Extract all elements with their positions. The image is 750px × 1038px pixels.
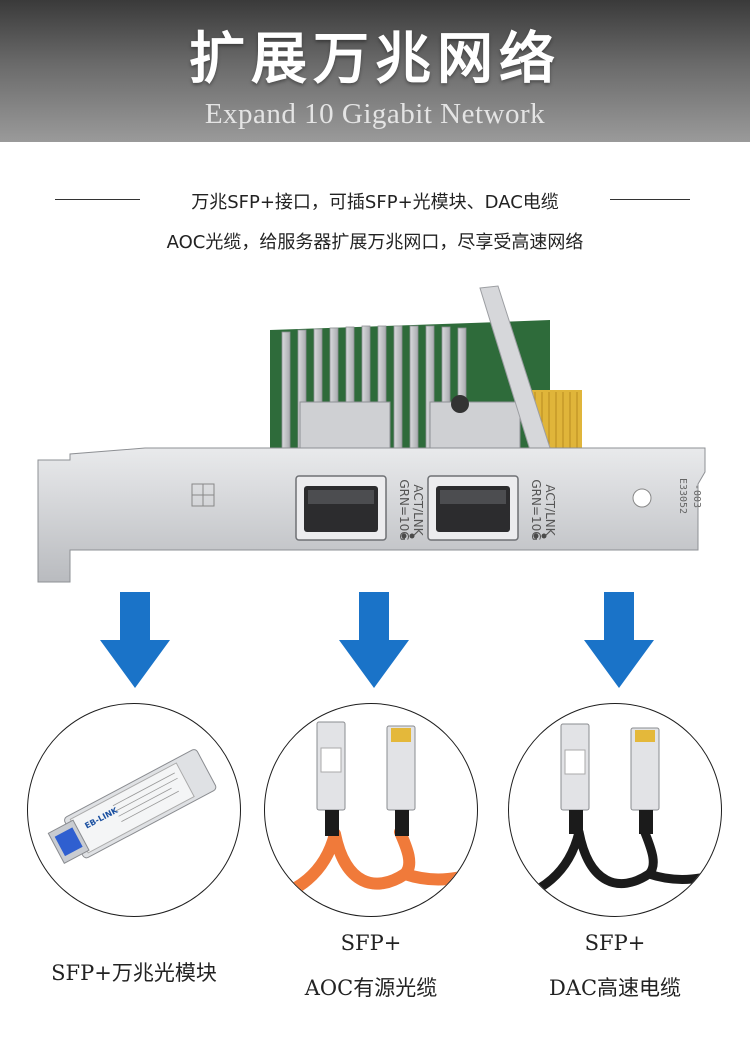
aoc-cable-icon [265, 721, 477, 905]
port-label-3: GRN=10G [529, 479, 543, 540]
sfp-module-icon: EB-LINK [47, 749, 217, 864]
dac-cable-circle [508, 703, 722, 917]
intro-line-1: 万兆SFP+接口，可插SFP+光模块、DAC电缆 [191, 192, 559, 213]
network-card-image: GRN=10G ACT/LNK GRN=10G ACT/LNK E33052 -… [30, 282, 730, 592]
arrow-down-icon [100, 592, 170, 688]
port-label-4: ACT/LNK [543, 484, 557, 536]
sfp-module-circle: EB-LINK [27, 703, 241, 917]
port-label-1: GRN=10G [397, 479, 411, 540]
page-subtitle: Expand 10 Gigabit Network [204, 98, 546, 130]
arrow-down-icon [339, 592, 409, 688]
bracket-code-1: E33052 [677, 478, 688, 514]
caption-dac-line2: DAC高速电缆 [548, 976, 682, 1000]
header-banner: 扩展万兆网络 Expand 10 Gigabit Network [0, 0, 750, 142]
divider-right [610, 199, 690, 200]
arrow-down-icon [584, 592, 654, 688]
dac-cable-icon [509, 723, 721, 904]
bracket-code-2: -003 [691, 484, 702, 508]
caption-aoc-line1: SFP+ [340, 931, 402, 955]
caption-aoc-line2: AOC有源光缆 [304, 976, 438, 1000]
port-label-2: ACT/LNK [411, 484, 425, 536]
caption-dac-line1: SFP+ [584, 931, 646, 955]
page-title: 扩展万兆网络 [189, 26, 561, 92]
divider-left [55, 199, 140, 200]
aoc-cable-circle [264, 703, 478, 917]
intro-line-2: AOC光缆，给服务器扩展万兆网口，尽享受高速网络 [166, 232, 584, 253]
caption-sfp-module: SFP+万兆光模块 [51, 961, 217, 985]
